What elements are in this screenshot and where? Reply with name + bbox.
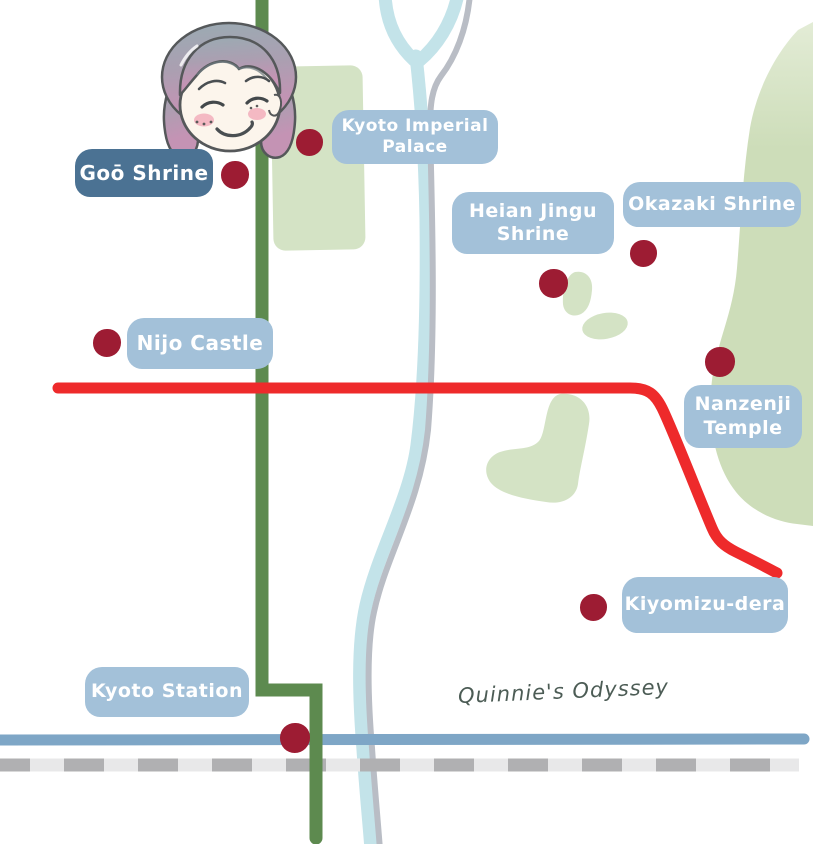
marker-kyoto-station: [280, 723, 310, 753]
avatar-eye-left: [200, 100, 225, 109]
gray-road: [365, 0, 473, 844]
label-kyoto-station: Kyoto Station: [85, 667, 249, 717]
avatar-blush-right: [248, 108, 266, 120]
river-main: [353, 49, 433, 844]
marker-kiyomizu-dera: [580, 594, 607, 621]
label-nijo-castle: Nijo Castle: [127, 318, 273, 369]
river-branch-right: [412, 0, 464, 68]
avatar-eye-right: [245, 96, 269, 105]
small-park-area-1: [562, 271, 593, 316]
avatar-hair-strand-1: [196, 60, 240, 76]
label-heian-jingu-shrine: Heian Jingu Shrine: [452, 192, 614, 254]
marker-kyoto-imperial-palace: [296, 129, 323, 156]
marker-nanzenji-temple: [705, 347, 735, 377]
marker-goo-shrine: [221, 161, 249, 189]
avatar-brow-right: [244, 75, 271, 83]
avatar: [160, 21, 298, 159]
label-kiyomizu-dera: Kiyomizu-dera: [622, 577, 788, 633]
avatar-ear: [268, 93, 283, 117]
river-branch-left: [378, 0, 421, 67]
label-nanzenji-temple: Nanzenji Temple: [684, 385, 802, 448]
label-kyoto-imperial-palace: Kyoto Imperial Palace: [332, 110, 498, 164]
higashiyama-mountain-area: [710, 22, 813, 526]
blue-road: [0, 733, 810, 746]
avatar-brow-left: [197, 79, 227, 91]
marker-heian-jingu-shrine: [539, 269, 568, 298]
avatar-blush-left: [194, 113, 214, 127]
label-okazaki-shrine: Okazaki Shrine: [623, 182, 801, 227]
small-park-area-2: [582, 312, 628, 340]
avatar-hair-strand-2: [238, 66, 268, 80]
marker-okazaki-shrine: [630, 240, 657, 267]
marker-nijo-castle: [93, 329, 121, 357]
avatar-hair-highlight: [179, 44, 199, 67]
avatar-blush-dots: [195, 104, 259, 126]
label-goo-shrine: Goō Shrine: [75, 149, 213, 197]
small-park-area-3: [486, 393, 590, 503]
route-line: [52, 382, 783, 579]
avatar-smile: [215, 120, 254, 138]
